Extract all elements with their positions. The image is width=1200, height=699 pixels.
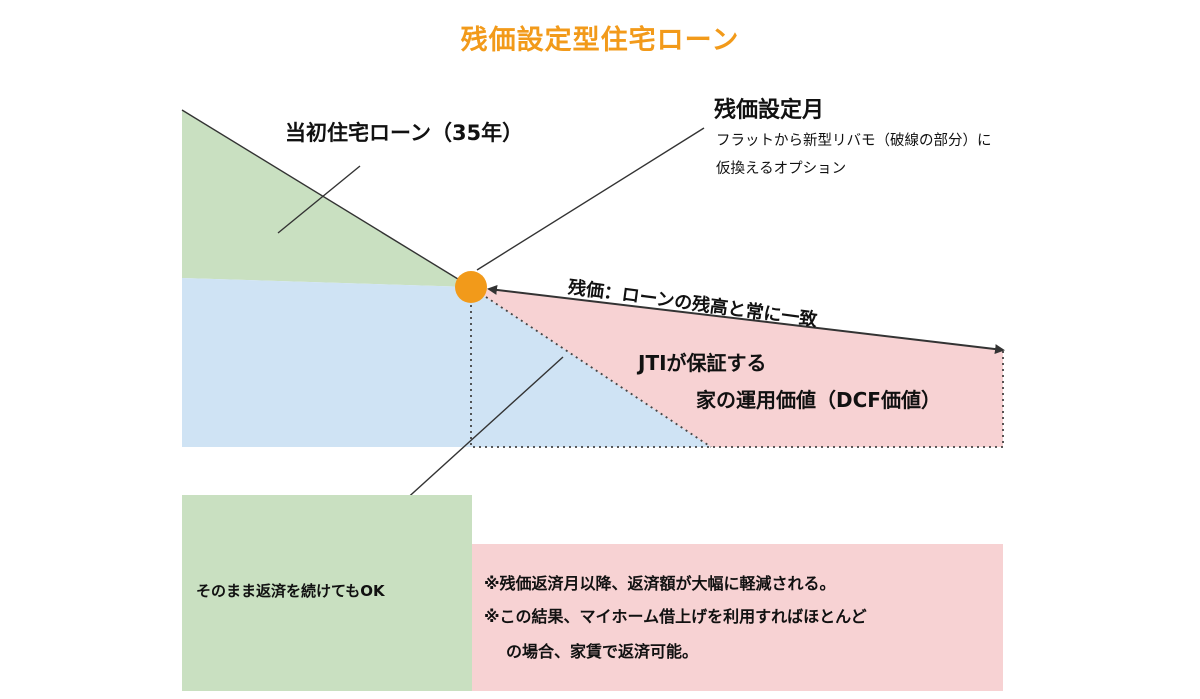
continue-repayment-label: そのまま返済を続けてもOK bbox=[196, 582, 385, 600]
continue-repayment-box bbox=[182, 495, 472, 691]
residual-value-arrow bbox=[487, 284, 1005, 355]
jti-value-label-line-2: 家の運用価値（DCF価値） bbox=[696, 388, 941, 412]
residual-month-label: 残価設定月 bbox=[714, 98, 825, 123]
jti-value-label-line-1: JTIが保証する bbox=[638, 351, 767, 375]
loan-balance-area bbox=[182, 278, 711, 447]
new-loan-dashed-outline bbox=[470, 287, 1004, 448]
residual-month-description-line-2: 仮換えるオプション bbox=[716, 161, 847, 177]
diagram-title: 残価設定型住宅ローン bbox=[460, 25, 740, 56]
initial-loan-callout-line bbox=[277, 165, 361, 234]
note-line-1: ※残価返済月以降、返済額が大幅に軽減される。 bbox=[484, 574, 836, 593]
note-line-2: ※この結果、マイホーム借上げを利用すればほとんど bbox=[484, 607, 867, 626]
initial-loan-line bbox=[181, 109, 472, 288]
note-line-3: の場合、家賃で返済可能。 bbox=[506, 642, 699, 661]
residual-setting-point-marker bbox=[455, 271, 487, 303]
residual-month-description-line-1: フラットから新型リバモ（破線の部分）に bbox=[716, 133, 992, 149]
residual-month-callout-line bbox=[476, 127, 705, 271]
notes-box bbox=[472, 544, 1003, 691]
residual-month-description: フラットから新型リバモ（破線の部分）に 仮換えるオプション bbox=[716, 127, 1096, 183]
initial-loan-label: 当初住宅ローン（35年） bbox=[285, 121, 524, 145]
